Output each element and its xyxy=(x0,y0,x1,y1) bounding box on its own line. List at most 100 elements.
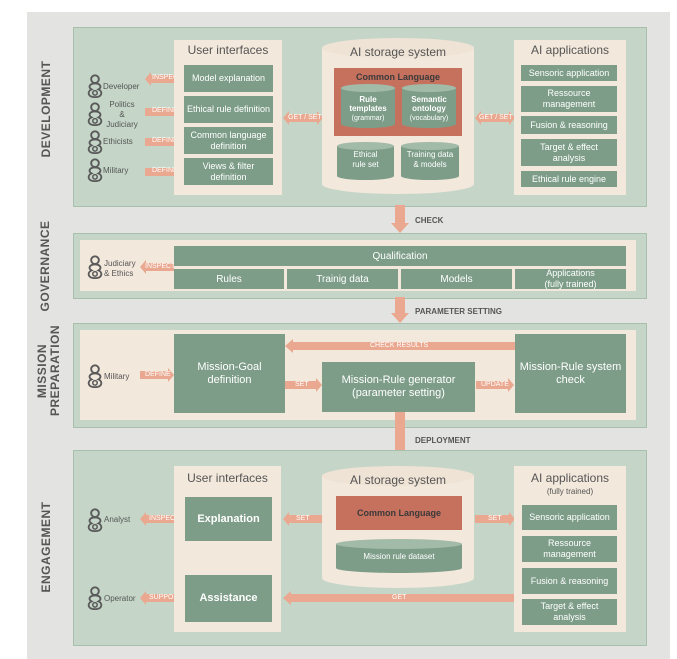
ethical-rule-definition-box: Ethical rule definition xyxy=(184,96,273,123)
eng-app-ressource: Ressource management xyxy=(522,536,617,562)
dev-storage-title: AI storage system xyxy=(349,45,447,59)
define-label-politics: DEFINE xyxy=(152,107,178,114)
role-politics-judiciary: Politics & Judiciary xyxy=(106,100,138,129)
eng-get-arrow xyxy=(283,591,515,605)
common-language-definition-box: Common language definition xyxy=(184,127,273,154)
mission-update-arrow xyxy=(476,378,514,392)
dev-get-set-right-arrow xyxy=(475,111,515,125)
dev-get-set-left-label: GET / SET xyxy=(288,114,322,121)
ethical-rule-set-cylinder xyxy=(337,146,394,176)
eng-app-fusion: Fusion & reasoning xyxy=(522,568,617,594)
eng-storage-cylinder-bottom xyxy=(322,568,474,588)
model-explanation-box: Model explanation xyxy=(184,65,273,92)
qualification-training-data: Trainig data xyxy=(287,269,398,289)
inspect-label: INSPECT xyxy=(152,74,183,81)
eng-applications-sub: (fully trained) xyxy=(546,487,594,496)
section-engagement-label: ENGAGEMENT xyxy=(39,501,53,593)
mission-rule-system-check-box: Mission-Rule system check xyxy=(515,334,626,413)
developer-person-icon xyxy=(86,74,104,98)
dev-common-language-label: Common Language xyxy=(355,72,440,82)
section-development-label: DEVELOPMENT xyxy=(39,60,53,158)
analyst-inspect-label: INSPECT xyxy=(149,515,180,522)
define-label-ethicists: DEFINE xyxy=(152,137,178,144)
analyst-person-icon xyxy=(86,508,104,532)
eng-set-right-label: SET xyxy=(488,515,502,522)
role-judiciary-ethics: Judiciary & Ethics xyxy=(104,259,136,278)
eng-set-right-arrow xyxy=(475,512,515,526)
operator-support-arrow xyxy=(140,591,184,605)
semantic-ontology-sub: (vocabulary) xyxy=(409,115,449,122)
eng-set-left-arrow xyxy=(283,512,323,526)
section-governance-label: GOVERNANCE xyxy=(38,220,52,312)
dev-app-ethical-engine: Ethical rule engine xyxy=(521,171,617,187)
dev-get-set-left-arrow xyxy=(283,111,323,125)
operator-support-label: SUPPORT xyxy=(149,594,183,601)
semantic-ontology-label: Semantic ontology xyxy=(411,95,447,113)
eng-app-sensoric: Sensoric application xyxy=(522,505,617,530)
governance-inspect-arrow xyxy=(140,260,174,274)
section-mission-label-1: MISSION xyxy=(35,343,49,399)
mission-define-arrow xyxy=(140,368,174,382)
mission-role-military: Military xyxy=(104,372,130,381)
explanation-box: Explanation xyxy=(185,497,272,541)
dev-app-fusion: Fusion & reasoning xyxy=(521,116,617,134)
dev-storage-cylinder-top xyxy=(322,38,474,58)
role-analyst: Analyst xyxy=(104,515,131,524)
views-filter-definition-box: Views & filter definition xyxy=(184,158,273,185)
military-person-icon xyxy=(86,158,104,182)
eng-applications-title: AI applications xyxy=(530,471,610,485)
eng-common-language-box: Common Language xyxy=(336,496,462,530)
judiciary-person-icon xyxy=(86,255,104,279)
rule-templates-label: Rule templates xyxy=(349,95,387,113)
eng-user-interfaces-title: User interfaces xyxy=(187,471,268,485)
parameter-setting-down-arrow xyxy=(391,297,409,323)
dev-app-sensoric: Sensoric application xyxy=(521,65,617,81)
section-mission-label-2: PREPARATION xyxy=(48,324,62,416)
training-data-label: Training data & models xyxy=(406,150,454,169)
role-developer: Developer xyxy=(103,82,140,91)
training-data-cylinder xyxy=(401,146,459,176)
qualification-rules: Rules xyxy=(174,269,284,289)
dev-get-set-right-label: GET / SET xyxy=(479,114,513,121)
mission-define-label: DEFINE xyxy=(145,371,171,378)
assistance-box: Assistance xyxy=(185,575,272,622)
role-military: Military xyxy=(103,166,129,175)
semantic-ontology-cylinder xyxy=(402,88,456,124)
mission-set-arrow xyxy=(285,378,322,392)
rule-templates-cylinder xyxy=(341,88,395,124)
politics-person-icon xyxy=(86,102,104,126)
qualification-bar: Qualification xyxy=(174,246,626,266)
role-ethicists: Ethicists xyxy=(103,137,133,146)
eng-app-target: Target & effect analysis xyxy=(522,599,617,625)
rule-templates-sub: (grammar) xyxy=(351,115,385,122)
mission-update-label: UPDATE xyxy=(481,381,509,388)
dev-applications-title: AI applications xyxy=(530,43,610,57)
parameter-setting-label: PARAMETER SETTING xyxy=(415,307,502,316)
check-results-label: CHECK RESULTS xyxy=(370,342,429,349)
check-results-arrow xyxy=(285,339,515,353)
eng-get-label: GET xyxy=(392,594,407,601)
operator-person-icon xyxy=(86,586,104,610)
role-operator: Operator xyxy=(104,594,136,603)
eng-storage-cylinder-top xyxy=(322,466,474,486)
mission-goal-box: Mission-Goal definition xyxy=(174,334,285,413)
governance-inspect-label: INSPECT xyxy=(145,263,176,270)
mission-rule-generator-box: Mission-Rule generator (parameter settin… xyxy=(322,362,475,412)
dev-app-ressource: Ressource management xyxy=(521,86,617,112)
analyst-inspect-arrow xyxy=(140,512,184,526)
mission-rule-dataset-label: Mission rule dataset xyxy=(363,552,435,561)
check-down-arrow xyxy=(391,205,409,233)
mission-military-person-icon xyxy=(86,364,104,388)
eng-storage-title: AI storage system xyxy=(349,473,447,487)
deployment-label: DEPLOYMENT xyxy=(415,436,471,445)
eng-set-left-label: SET xyxy=(296,515,310,522)
qualification-models: Models xyxy=(401,269,512,289)
dev-user-interfaces-title: User interfaces xyxy=(187,43,269,57)
dev-app-target: Target & effect analysis xyxy=(521,139,617,166)
check-label: CHECK xyxy=(415,216,444,225)
ethical-rule-set-label: Ethical rule set xyxy=(352,150,379,169)
mission-set-label: SET xyxy=(295,381,309,388)
ethicists-person-icon xyxy=(86,130,104,154)
define-label-military: DEFINE xyxy=(152,167,178,174)
qualification-applications: Applications (fully trained) xyxy=(515,268,626,289)
